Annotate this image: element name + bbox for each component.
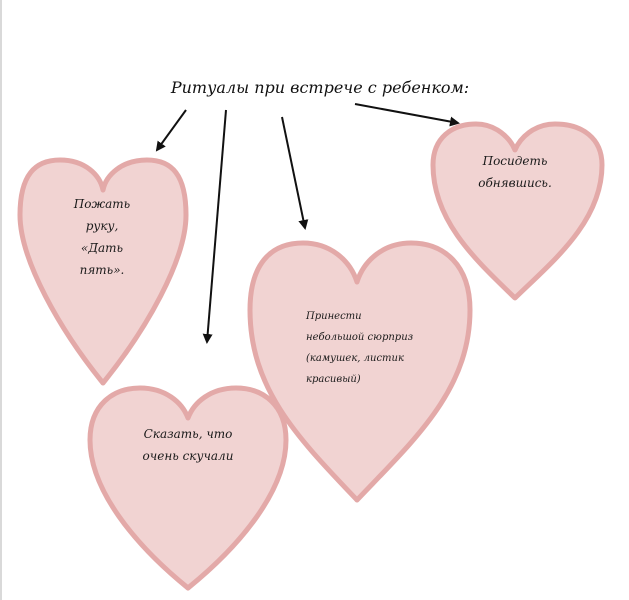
left-edge-line [0,0,2,600]
heart-text-line: Принести [306,311,362,322]
diagram-title: Ритуалы при встрече с ребенком: [170,78,470,97]
heart-text-line: небольшой сюрприз [306,332,414,343]
heart-text-line: руку, [85,219,119,233]
heart-text-line: Пожать [73,197,131,211]
heart-text-line: красивый) [306,374,361,385]
heart-shake-hand-text: Пожать руку, «Дать пять». [62,193,142,281]
heart-text-line: «Дать [80,241,124,255]
heart-text-line: (камушек, листик [306,353,404,364]
arrow-to-bring-surprise [281,116,309,230]
arrow-to-shake-hand [155,109,187,152]
heart-say-missed [87,385,289,591]
arrow-to-sit-hugging [354,103,460,127]
heart-text-line: Сказать, что [143,427,233,441]
heart-text-line: пять». [79,263,125,277]
heart-text-line: очень скучали [142,449,234,463]
heart-text-line: обнявшись. [478,176,552,190]
arrow-to-say-missed [202,109,227,344]
heart-bring-surprise-text: Принести небольшой сюрприз (камушек, лис… [306,306,424,390]
heart-sit-hugging [430,121,605,301]
heart-sit-hugging-text: Посидеть обнявшись. [470,150,560,194]
heart-bring-surprise [247,240,473,503]
heart-say-missed-text: Сказать, что очень скучали [128,423,248,467]
heart-shake-hand [17,157,189,386]
heart-text-line: Посидеть [482,154,548,168]
